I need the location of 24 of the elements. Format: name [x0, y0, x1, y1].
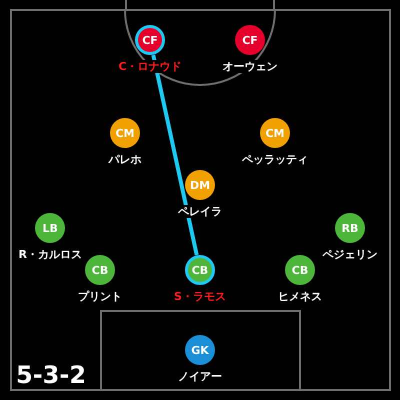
- player-name: C・ロナウド: [118, 60, 183, 73]
- player-name: プリント: [77, 290, 123, 303]
- player-name: ペッラッティ: [241, 153, 309, 166]
- player-marker: DM: [185, 170, 215, 200]
- player-name: ペレイラ: [177, 205, 223, 218]
- player-name: ペジェリン: [322, 248, 378, 261]
- player-marker: RB: [335, 213, 365, 243]
- player-name: パレホ: [108, 153, 142, 166]
- player-name: ヒメネス: [277, 290, 323, 303]
- player-marker: GK: [185, 335, 215, 365]
- player-marker: CM: [260, 118, 290, 148]
- player-name: オーウェン: [222, 60, 278, 73]
- player-marker: CM: [110, 118, 140, 148]
- player-marker: CB: [285, 255, 315, 285]
- player-marker: CB: [85, 255, 115, 285]
- player-marker: CF: [235, 25, 265, 55]
- player-name: R・カルロス: [18, 248, 83, 261]
- player-marker: CB: [184, 255, 215, 285]
- formation-label: 5-3-2: [16, 362, 86, 388]
- player-name: S・ラモス: [173, 290, 227, 303]
- connector-line: [151, 54, 199, 256]
- player-marker: LB: [35, 213, 66, 243]
- player-marker: CF: [135, 25, 166, 55]
- player-name: ノイアー: [177, 370, 223, 383]
